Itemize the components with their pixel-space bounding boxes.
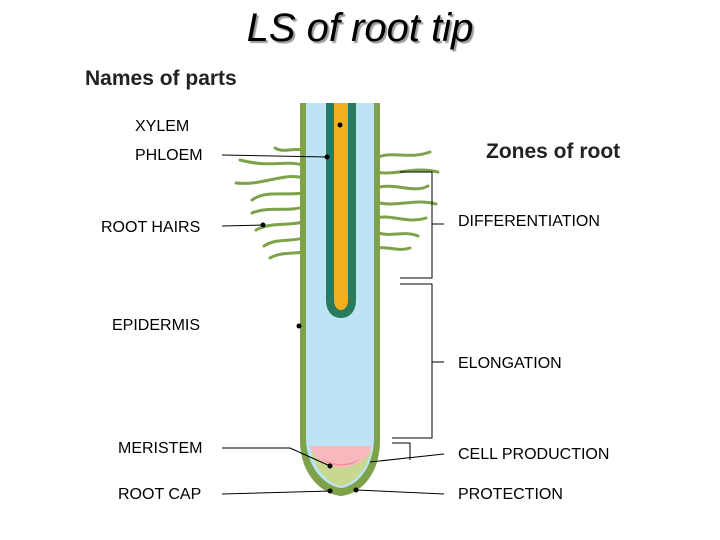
root-hair bbox=[268, 250, 305, 260]
meristem bbox=[310, 446, 372, 468]
root-hair bbox=[250, 205, 305, 215]
root-hair bbox=[374, 184, 430, 191]
meristem-leader-bend bbox=[289, 447, 331, 467]
differentiation-bracket bbox=[400, 171, 433, 279]
xylem-marker bbox=[337, 122, 343, 128]
zone-protection: PROTECTION bbox=[458, 486, 563, 503]
label-xylem: XYLEM bbox=[135, 118, 190, 135]
root-hair bbox=[250, 191, 305, 202]
names-of-parts-heading: Names of parts bbox=[85, 67, 237, 90]
root-cap-marker bbox=[327, 488, 333, 494]
root-hair bbox=[254, 220, 305, 232]
root-hairs-marker bbox=[260, 222, 266, 228]
root-hair bbox=[374, 246, 412, 251]
protection-leader bbox=[355, 489, 445, 495]
protection-marker bbox=[353, 487, 359, 493]
markers bbox=[260, 122, 359, 494]
root-hair bbox=[238, 158, 305, 167]
label-root-hairs: ROOT HAIRS bbox=[101, 219, 201, 236]
phloem-leader bbox=[221, 154, 328, 158]
phloem-marker bbox=[324, 154, 330, 160]
zones-of-root-heading: Zones of root bbox=[486, 140, 621, 163]
label-meristem: MERISTEM bbox=[118, 440, 203, 457]
meristem-core bbox=[322, 458, 360, 466]
zone-differentiation: DIFFERENTIATION bbox=[458, 213, 600, 230]
zone-cell-production: CELL PRODUCTION bbox=[458, 446, 610, 463]
root-hair bbox=[374, 200, 438, 206]
label-root-cap: ROOT CAP bbox=[118, 486, 202, 503]
epidermis-marker bbox=[296, 323, 302, 329]
root-hair bbox=[273, 146, 305, 152]
cell-production-bracket bbox=[392, 442, 411, 460]
label-epidermis: EPIDERMIS bbox=[112, 317, 201, 334]
root-hair bbox=[262, 236, 305, 248]
root-cap-leader bbox=[221, 490, 331, 495]
root-hair bbox=[234, 175, 305, 185]
meristem-marker bbox=[327, 463, 333, 469]
root-hair bbox=[374, 230, 420, 238]
cell-production-leader bbox=[369, 453, 445, 463]
zone-elongation: ELONGATION bbox=[458, 355, 562, 372]
zone-brackets bbox=[392, 171, 444, 460]
elongation-bracket bbox=[392, 283, 433, 439]
root-hair bbox=[374, 150, 432, 160]
root-hairs-leader bbox=[221, 224, 264, 227]
root-hair bbox=[374, 215, 428, 222]
page-title: LS of root tip bbox=[246, 6, 474, 50]
root-hair bbox=[374, 168, 440, 175]
leader-lines bbox=[221, 154, 445, 495]
xylem bbox=[334, 103, 348, 310]
label-phloem: PHLOEM bbox=[135, 147, 203, 164]
